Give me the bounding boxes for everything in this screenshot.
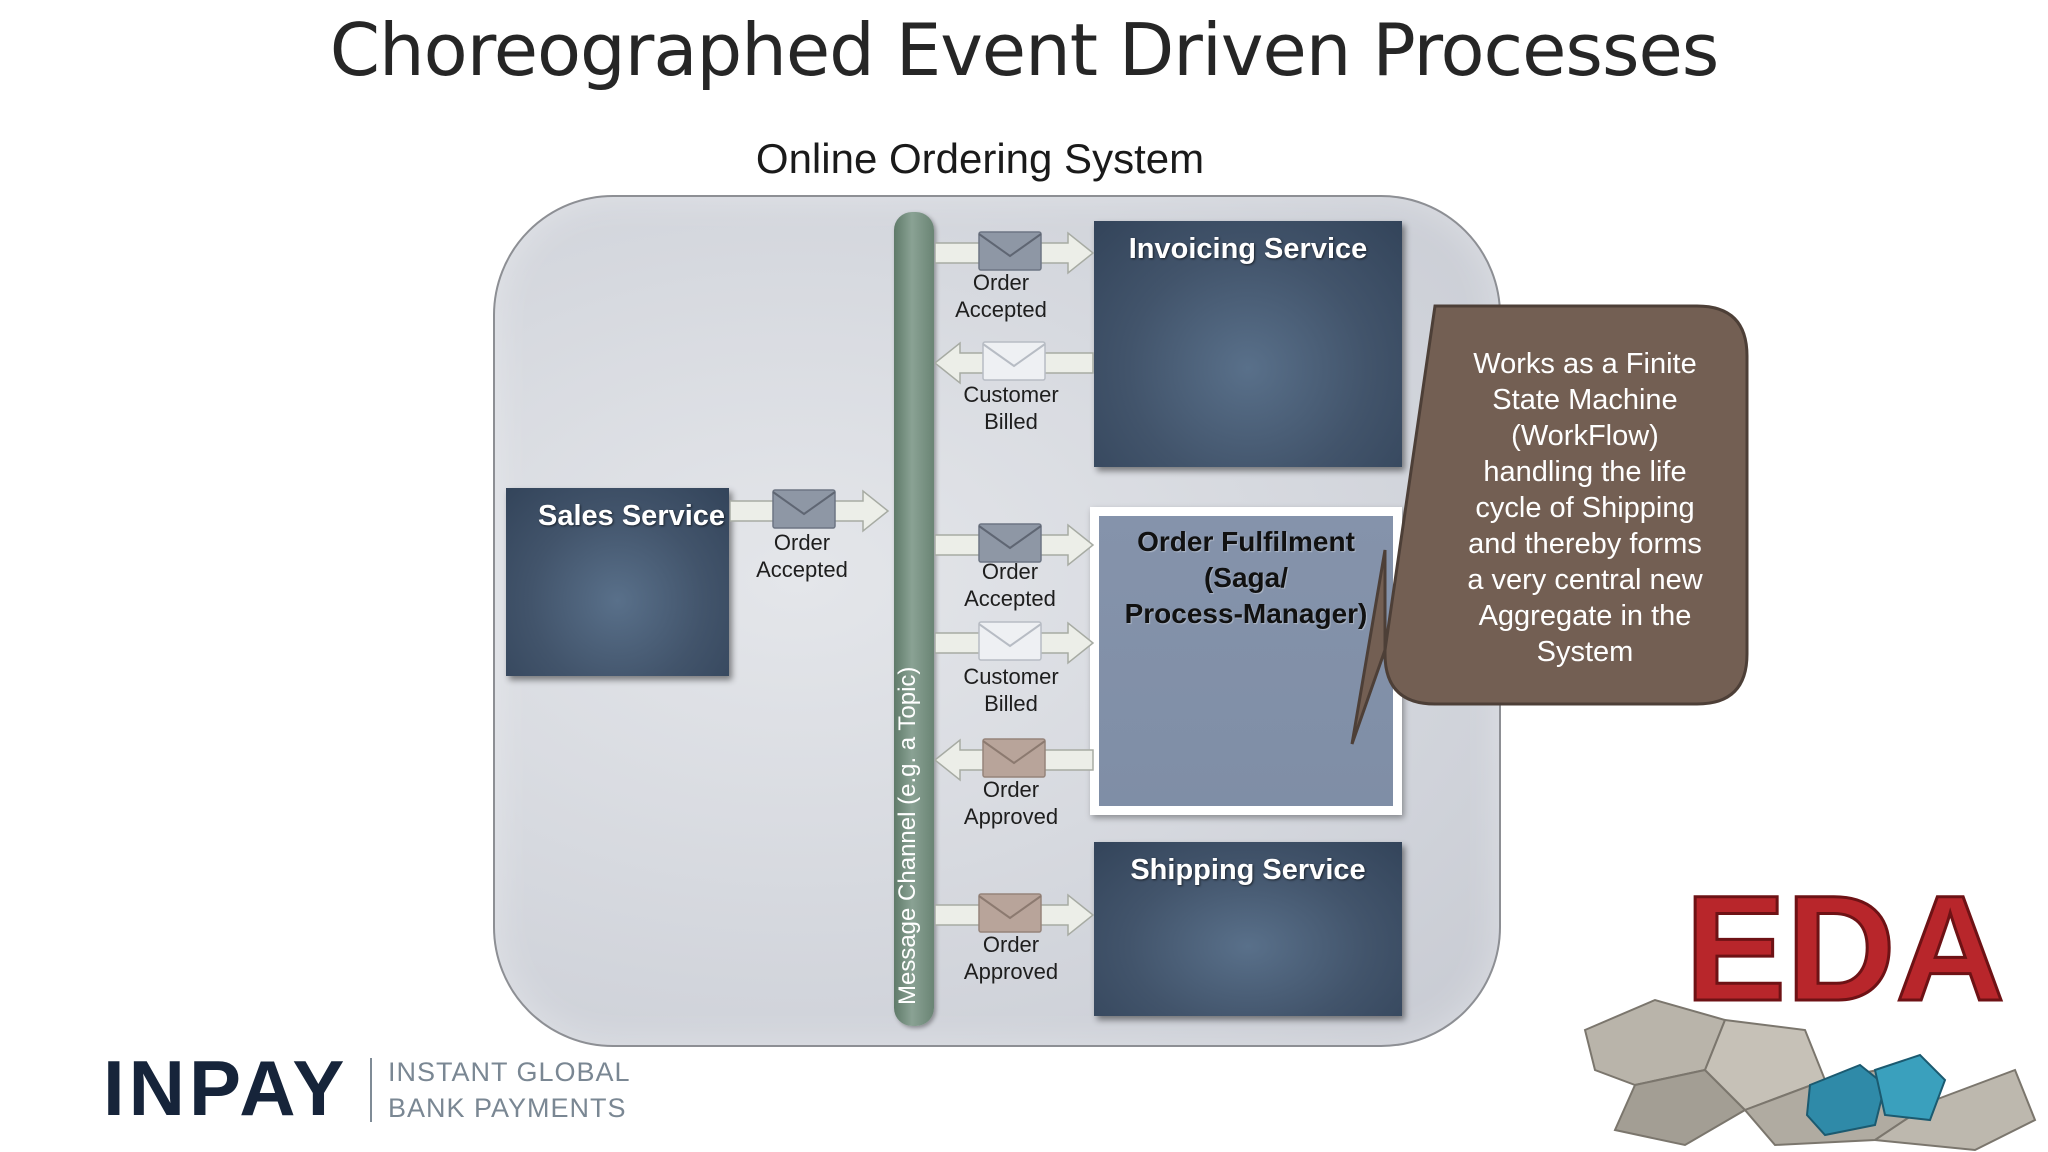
callout-text: Works as a Finite State Machine (WorkFlo…	[1467, 348, 1703, 668]
sales-service-box: Sales Service	[506, 488, 729, 676]
message-channel-label: Message Channel (e.g. a Topic)	[894, 667, 934, 1005]
envelope-icon	[978, 231, 1042, 271]
message-arrow-order-approved-from-fulfilment	[935, 738, 1094, 782]
envelope-icon	[978, 523, 1042, 563]
message-arrow-order-accepted-from-sales	[730, 489, 890, 533]
envelope-icon	[978, 893, 1042, 933]
envelope-icon	[982, 341, 1046, 381]
message-arrow-order-approved-to-shipping	[935, 893, 1095, 937]
order-fulfilment-box: Order Fulfilment (Saga/ Process-Manager)	[1099, 516, 1393, 806]
message-arrow-order-accepted-to-fulfilment	[935, 523, 1095, 567]
message-arrow-customer-billed-from-invoicing	[935, 341, 1094, 385]
sales-service-label: Sales Service	[538, 500, 726, 532]
envelope-icon	[772, 489, 836, 529]
envelope-icon	[982, 738, 1046, 778]
inpay-tagline: INSTANT GLOBAL BANK PAYMENTS	[388, 1057, 631, 1123]
message-channel-bar	[894, 212, 934, 1026]
eda-logo-text: EDA	[1685, 870, 2005, 1032]
callout-bubble	[1350, 304, 1749, 745]
eda-logo: EDA	[1583, 870, 2037, 1152]
order-fulfilment-label-line-2: (Saga/	[1203, 562, 1289, 593]
message-arrow-order-accepted-to-invoicing	[935, 231, 1095, 275]
logo-divider	[370, 1058, 372, 1122]
blue-blocks-icon	[1805, 1053, 1947, 1137]
shipping-service-label: Shipping Service	[1130, 854, 1366, 886]
shipping-service-box: Shipping Service	[1094, 842, 1402, 1016]
diagram-subtitle: Online Ordering System	[755, 135, 1205, 182]
slide-title: Choreographed Event Driven Processes	[329, 8, 1720, 92]
order-fulfilment-label-line-3: Process-Manager)	[1124, 598, 1368, 629]
message-arrow-customer-billed-to-fulfilment	[935, 621, 1095, 665]
order-fulfilment-label-line-1: Order Fulfilment	[1137, 526, 1355, 557]
envelope-icon	[978, 621, 1042, 661]
invoicing-service-box: Invoicing Service	[1094, 221, 1402, 467]
inpay-logo: INPAY	[103, 1044, 349, 1132]
invoicing-service-label: Invoicing Service	[1128, 233, 1368, 265]
